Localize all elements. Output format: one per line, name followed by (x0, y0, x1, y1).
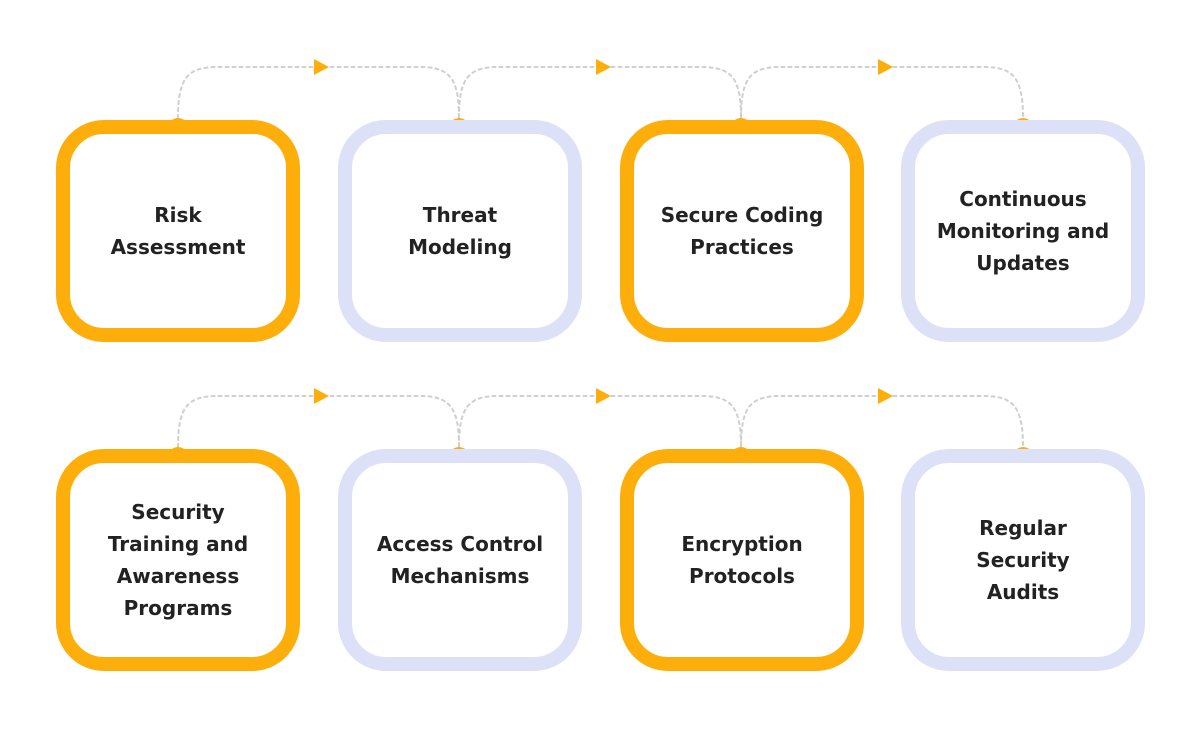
step-label: Regular Security Audits (976, 516, 1070, 604)
step-security-audits: Regular Security Audits (901, 449, 1145, 671)
connector-line (177, 395, 460, 448)
arrow-head (878, 388, 893, 404)
step-secure-coding-practices: Secure Coding Practices (620, 120, 864, 342)
step-label: Encryption Protocols (681, 532, 803, 588)
connector-line (458, 395, 742, 448)
step-label: Threat Modeling (408, 203, 512, 259)
step-label: Access Control Mechanisms (376, 532, 544, 588)
step-security-training: Security Training and Awareness Programs (56, 449, 300, 671)
step-continuous-monitoring: Continuous Monitoring and Updates (901, 120, 1145, 342)
step-label: Security Training and Awareness Programs (107, 500, 249, 620)
connector-line (740, 395, 1024, 448)
arrow-head (596, 59, 611, 75)
step-risk-assessment: Risk Assessment (56, 120, 300, 342)
step-label: Risk Assessment (110, 203, 246, 259)
step-threat-modeling: Threat Modeling (338, 120, 582, 342)
step-label: Continuous Monitoring and Updates (936, 187, 1110, 275)
arrow-head (878, 59, 893, 75)
step-access-control: Access Control Mechanisms (338, 449, 582, 671)
connector-line (458, 66, 742, 119)
connector-line (740, 66, 1024, 119)
connector-line (177, 66, 460, 119)
arrow-head (314, 59, 329, 75)
step-encryption-protocols: Encryption Protocols (620, 449, 864, 671)
arrow-head (314, 388, 329, 404)
arrow-head (596, 388, 611, 404)
step-label: Secure Coding Practices (660, 203, 824, 259)
